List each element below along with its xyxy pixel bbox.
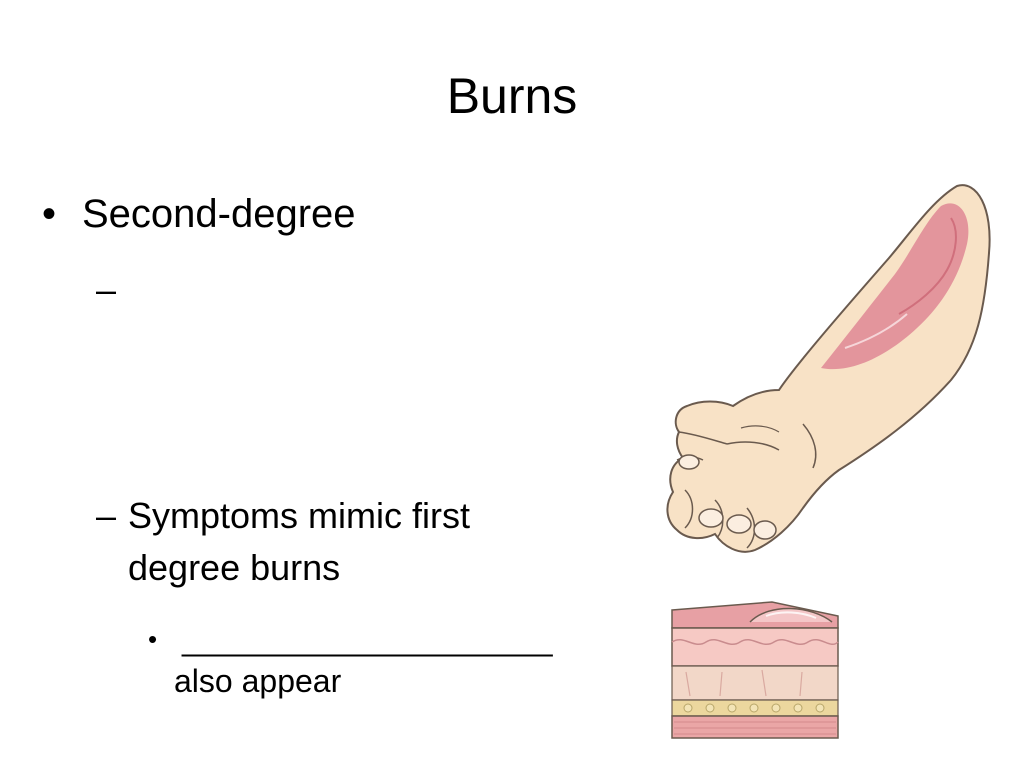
nested-bullet-marker: • — [148, 624, 158, 654]
skin-layers-illustration — [671, 601, 839, 739]
bullet-marker: • — [42, 192, 57, 236]
sub-item-symptoms: – Symptoms mimic first degree burns — [96, 490, 566, 594]
fill-in-blank-line: ______________________ — [182, 621, 553, 657]
bullet-text: Second-degree — [82, 192, 356, 236]
dash-marker: – — [96, 269, 117, 310]
dash-marker: – — [96, 495, 117, 536]
nested-item-text: also appear — [174, 663, 342, 699]
arm-burn-illustration — [666, 184, 991, 553]
nested-item-fill-blank: • ______________________ also appear — [148, 616, 628, 704]
sub-item-text: Symptoms mimic first degree burns — [128, 495, 470, 588]
sub-item-empty: – — [96, 268, 116, 312]
bullet-second-degree: • Second-degree — [42, 190, 356, 238]
slide-title: Burns — [446, 68, 578, 124]
